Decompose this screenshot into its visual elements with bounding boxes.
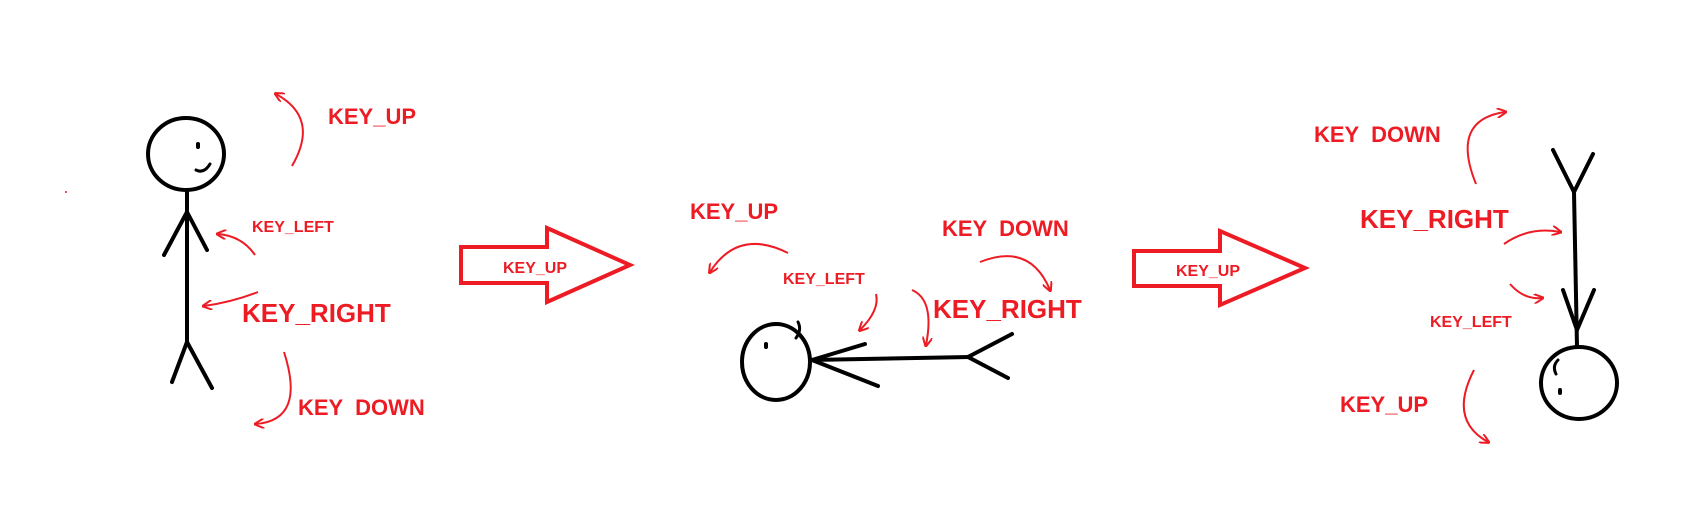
figure-head	[146, 116, 226, 192]
panel1-key-down-label: KEY DOWN	[298, 395, 425, 420]
panel2-rotation-arrows	[710, 243, 1050, 345]
stray-dot	[65, 191, 67, 193]
panel1-key-right-label: KEY_RIGHT	[242, 298, 391, 328]
panel1-rotation-arrows	[204, 94, 304, 424]
transition1-label: KEY_UP	[503, 260, 568, 277]
panel3-key-down-label: KEY DOWN	[1314, 122, 1441, 147]
panel3-key-left-label: KEY_LEFT	[1430, 314, 1512, 331]
stick-figure-lying	[740, 320, 1014, 402]
panel2-key-up-label: KEY_UP	[690, 199, 779, 224]
panel2-key-down-label: KEY DOWN	[942, 216, 1069, 241]
figure-head	[1539, 345, 1619, 421]
panel3-key-up-label: KEY_UP	[1340, 392, 1429, 417]
stick-figure-upright	[146, 116, 226, 390]
transition-arrow-1	[459, 224, 635, 306]
panel1-key-left-label: KEY_LEFT	[252, 219, 334, 236]
panel1-key-up-label: KEY_UP	[328, 104, 417, 129]
transition2-label: KEY_UP	[1176, 263, 1241, 280]
panel3-key-right-label: KEY_RIGHT	[1360, 204, 1509, 234]
figure-head	[740, 322, 812, 402]
panel2-key-left-label: KEY_LEFT	[783, 271, 865, 288]
panel3-rotation-arrows	[1462, 112, 1560, 442]
transition-arrow-2	[1132, 227, 1311, 309]
stick-figure-upside-down	[1539, 148, 1619, 421]
panel2-key-right-label: KEY_RIGHT	[933, 294, 1082, 324]
